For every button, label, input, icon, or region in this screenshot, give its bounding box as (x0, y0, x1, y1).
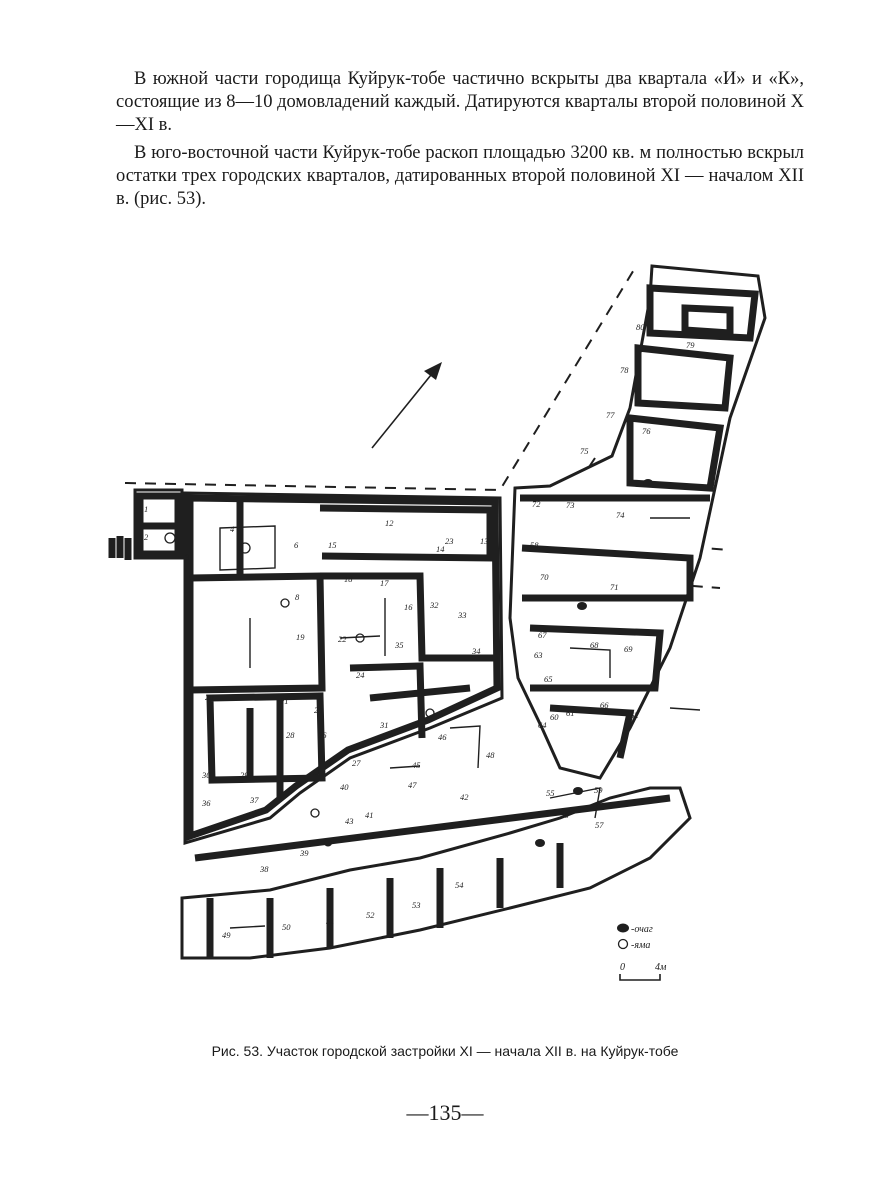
room-number: 57 (595, 820, 604, 830)
room-number: 66 (600, 700, 609, 710)
room-number: 62 (630, 710, 639, 720)
room-number: 23 (445, 536, 454, 546)
room-number: 37 (249, 795, 259, 805)
room-number: 70 (540, 572, 549, 582)
room-number: 63 (534, 650, 543, 660)
room-number: 64 (538, 720, 547, 730)
room-number: 21 (280, 696, 289, 706)
room-number: 76 (642, 426, 651, 436)
room-number: 34 (471, 646, 481, 656)
room-number: 2 (144, 532, 149, 542)
plan-symbols (164, 479, 653, 847)
room-number: 36 (201, 798, 211, 808)
room-number: 58 (530, 540, 539, 550)
room-number: 1 (144, 504, 148, 514)
excavation-plan: 1 2 3 4 6 8 12 13 14 15 16 17 18 19 20 2… (108, 264, 767, 981)
room-number: 8 (295, 592, 300, 602)
north-arrow-icon (371, 362, 442, 449)
room-number: 72 (532, 499, 541, 509)
room-number: 28 (286, 730, 295, 740)
room-number: 71 (610, 582, 619, 592)
figure-caption: Рис. 53. Участок городской застройки XI … (211, 1043, 679, 1059)
room-number: 54 (455, 880, 464, 890)
room-number: 14 (436, 544, 445, 554)
scale-max: 4м (655, 962, 667, 973)
plan-blocks (133, 264, 767, 960)
room-number: 49 (222, 930, 231, 940)
scale-zero: 0 (620, 962, 625, 973)
room-number: 27 (352, 758, 361, 768)
room-number: 19 (296, 632, 305, 642)
paragraph-1: В южной части городища Куйрук-тобе части… (116, 69, 804, 135)
room-number: 4 (230, 524, 235, 534)
room-number: 16 (404, 602, 413, 612)
room-number: 60 (550, 712, 559, 722)
legend-hearth: -очаг (631, 924, 653, 935)
room-number: 67 (538, 630, 547, 640)
room-number: 6 (294, 540, 299, 550)
room-number: 55 (546, 788, 555, 798)
room-number: 51 (326, 916, 335, 926)
room-number: 69 (624, 644, 633, 654)
room-number: 18 (344, 574, 353, 584)
room-numbers: 1 2 3 4 6 8 12 13 14 15 16 17 18 19 20 2… (144, 322, 695, 940)
room-number: 29 (240, 770, 249, 780)
room-number: 15 (328, 540, 337, 550)
room-number: 79 (686, 340, 695, 350)
room-number: 30 (201, 770, 211, 780)
room-number: 48 (486, 750, 495, 760)
room-number: 40 (340, 782, 349, 792)
room-number: 42 (460, 792, 469, 802)
plan-walls (108, 284, 759, 958)
scale-bar (619, 974, 661, 981)
room-number: 43 (345, 816, 354, 826)
room-number: 44 (352, 832, 361, 842)
room-number: 75 (580, 446, 589, 456)
excavation-plan-figure: 1 2 3 4 6 8 12 13 14 15 16 17 18 19 20 2… (90, 258, 860, 1018)
room-number: 41 (365, 810, 374, 820)
room-number: 65 (544, 674, 553, 684)
plan-interior-lines (219, 517, 701, 929)
room-number: 12 (385, 518, 394, 528)
room-number: 35 (394, 640, 404, 650)
room-number: 22 (338, 634, 347, 644)
room-number: 74 (616, 510, 625, 520)
room-number: 59 (594, 785, 603, 795)
room-number: 45 (412, 760, 421, 770)
room-number: 26 (318, 730, 327, 740)
page-number: —135— (406, 1100, 484, 1125)
room-number: 17 (380, 578, 389, 588)
room-number: 24 (356, 670, 365, 680)
room-number: 50 (282, 922, 291, 932)
plan-legend: -очаг -яма 0 4м (617, 923, 667, 981)
room-number: 77 (606, 410, 615, 420)
room-number: 32 (429, 600, 439, 610)
room-number: 73 (566, 500, 575, 510)
room-number: 68 (590, 640, 599, 650)
room-number: 47 (408, 780, 417, 790)
body-text: В южной части городища Куйрук-тобе части… (116, 68, 804, 216)
room-number: 80 (636, 322, 645, 332)
room-number: 46 (438, 732, 447, 742)
room-number: 25 (314, 705, 323, 715)
hearth-symbol-icon (617, 923, 629, 933)
room-number: 33 (457, 610, 467, 620)
room-number: 13 (480, 536, 489, 546)
room-number: 3 (184, 552, 189, 562)
paragraph-2: В юго-восточной части Куйрук-тобе раскоп… (116, 143, 804, 209)
room-number: 56 (560, 810, 569, 820)
room-number: 52 (366, 910, 375, 920)
room-number: 31 (379, 720, 389, 730)
room-number: 39 (299, 848, 309, 858)
legend-pit: -яма (631, 940, 650, 951)
room-number: 53 (412, 900, 421, 910)
room-number: 61 (566, 708, 575, 718)
room-number: 78 (620, 365, 629, 375)
room-number: 20 (205, 692, 214, 702)
pit-symbol-icon (617, 938, 629, 950)
room-number: 38 (259, 864, 269, 874)
